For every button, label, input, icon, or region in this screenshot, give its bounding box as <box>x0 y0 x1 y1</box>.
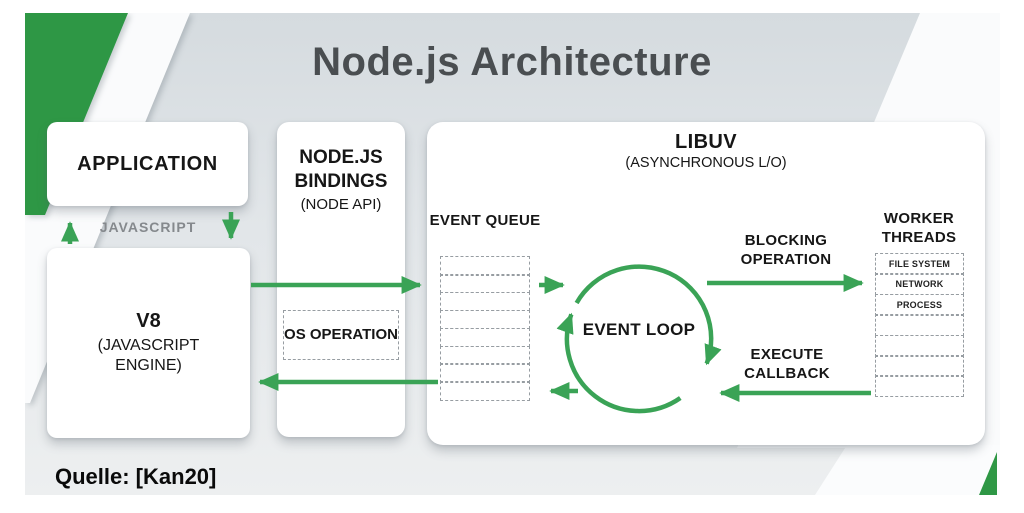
libuv-subtitle: (ASYNCHRONOUS L/O) <box>625 155 787 171</box>
blocking-operation-label: BLOCKING OPERATION <box>740 232 832 268</box>
v8-subtitle: (JAVASCRIPT ENGINE) <box>97 337 200 374</box>
event-queue-slot <box>440 273 530 294</box>
worker-thread-row: NETWORK <box>875 273 964 296</box>
javascript-link-label: JAVASCRIPT <box>99 219 197 235</box>
page-title: Node.js Architecture <box>312 40 712 84</box>
worker-threads-label: WORKER THREADS <box>881 210 957 246</box>
worker-thread-row: PROCESS <box>875 293 964 316</box>
worker-thread-row <box>875 334 964 357</box>
bindings-title: NODE.JS BINDINGS <box>294 147 388 192</box>
event-queue-slot <box>440 381 530 401</box>
worker-thread-row <box>875 314 964 337</box>
source-citation: Quelle: [Kan20] <box>55 464 217 489</box>
bindings-box: NODE.JS BINDINGS (NODE API) <box>277 122 405 437</box>
application-box: APPLICATION <box>47 122 248 206</box>
event-queue-slot <box>440 291 530 312</box>
event-queue-slot <box>440 256 530 276</box>
event-loop-label: EVENT LOOP <box>582 320 696 339</box>
worker-threads-stack: FILE SYSTEM NETWORK PROCESS <box>875 253 964 398</box>
libuv-title-block: LIBUV (ASYNCHRONOUS L/O) <box>427 131 985 171</box>
worker-thread-row <box>875 355 964 378</box>
v8-box: V8 (JAVASCRIPT ENGINE) <box>47 248 250 438</box>
bindings-subtitle: (NODE API) <box>300 195 382 213</box>
execute-callback-label: EXECUTE CALLBACK <box>744 346 830 382</box>
event-queue-slot <box>440 363 530 383</box>
libuv-title: LIBUV <box>675 131 737 153</box>
event-queue-label: EVENT QUEUE <box>429 212 541 229</box>
event-queue-slot <box>440 345 530 366</box>
event-queue-stack <box>440 256 530 401</box>
worker-thread-row: FILE SYSTEM <box>875 253 964 275</box>
os-operation-box: OS OPERATION <box>283 310 399 360</box>
event-queue-slot <box>440 327 530 348</box>
worker-thread-row <box>875 375 964 398</box>
v8-title: V8 <box>136 310 161 332</box>
application-label: APPLICATION <box>77 152 218 175</box>
event-queue-slot <box>440 309 530 330</box>
